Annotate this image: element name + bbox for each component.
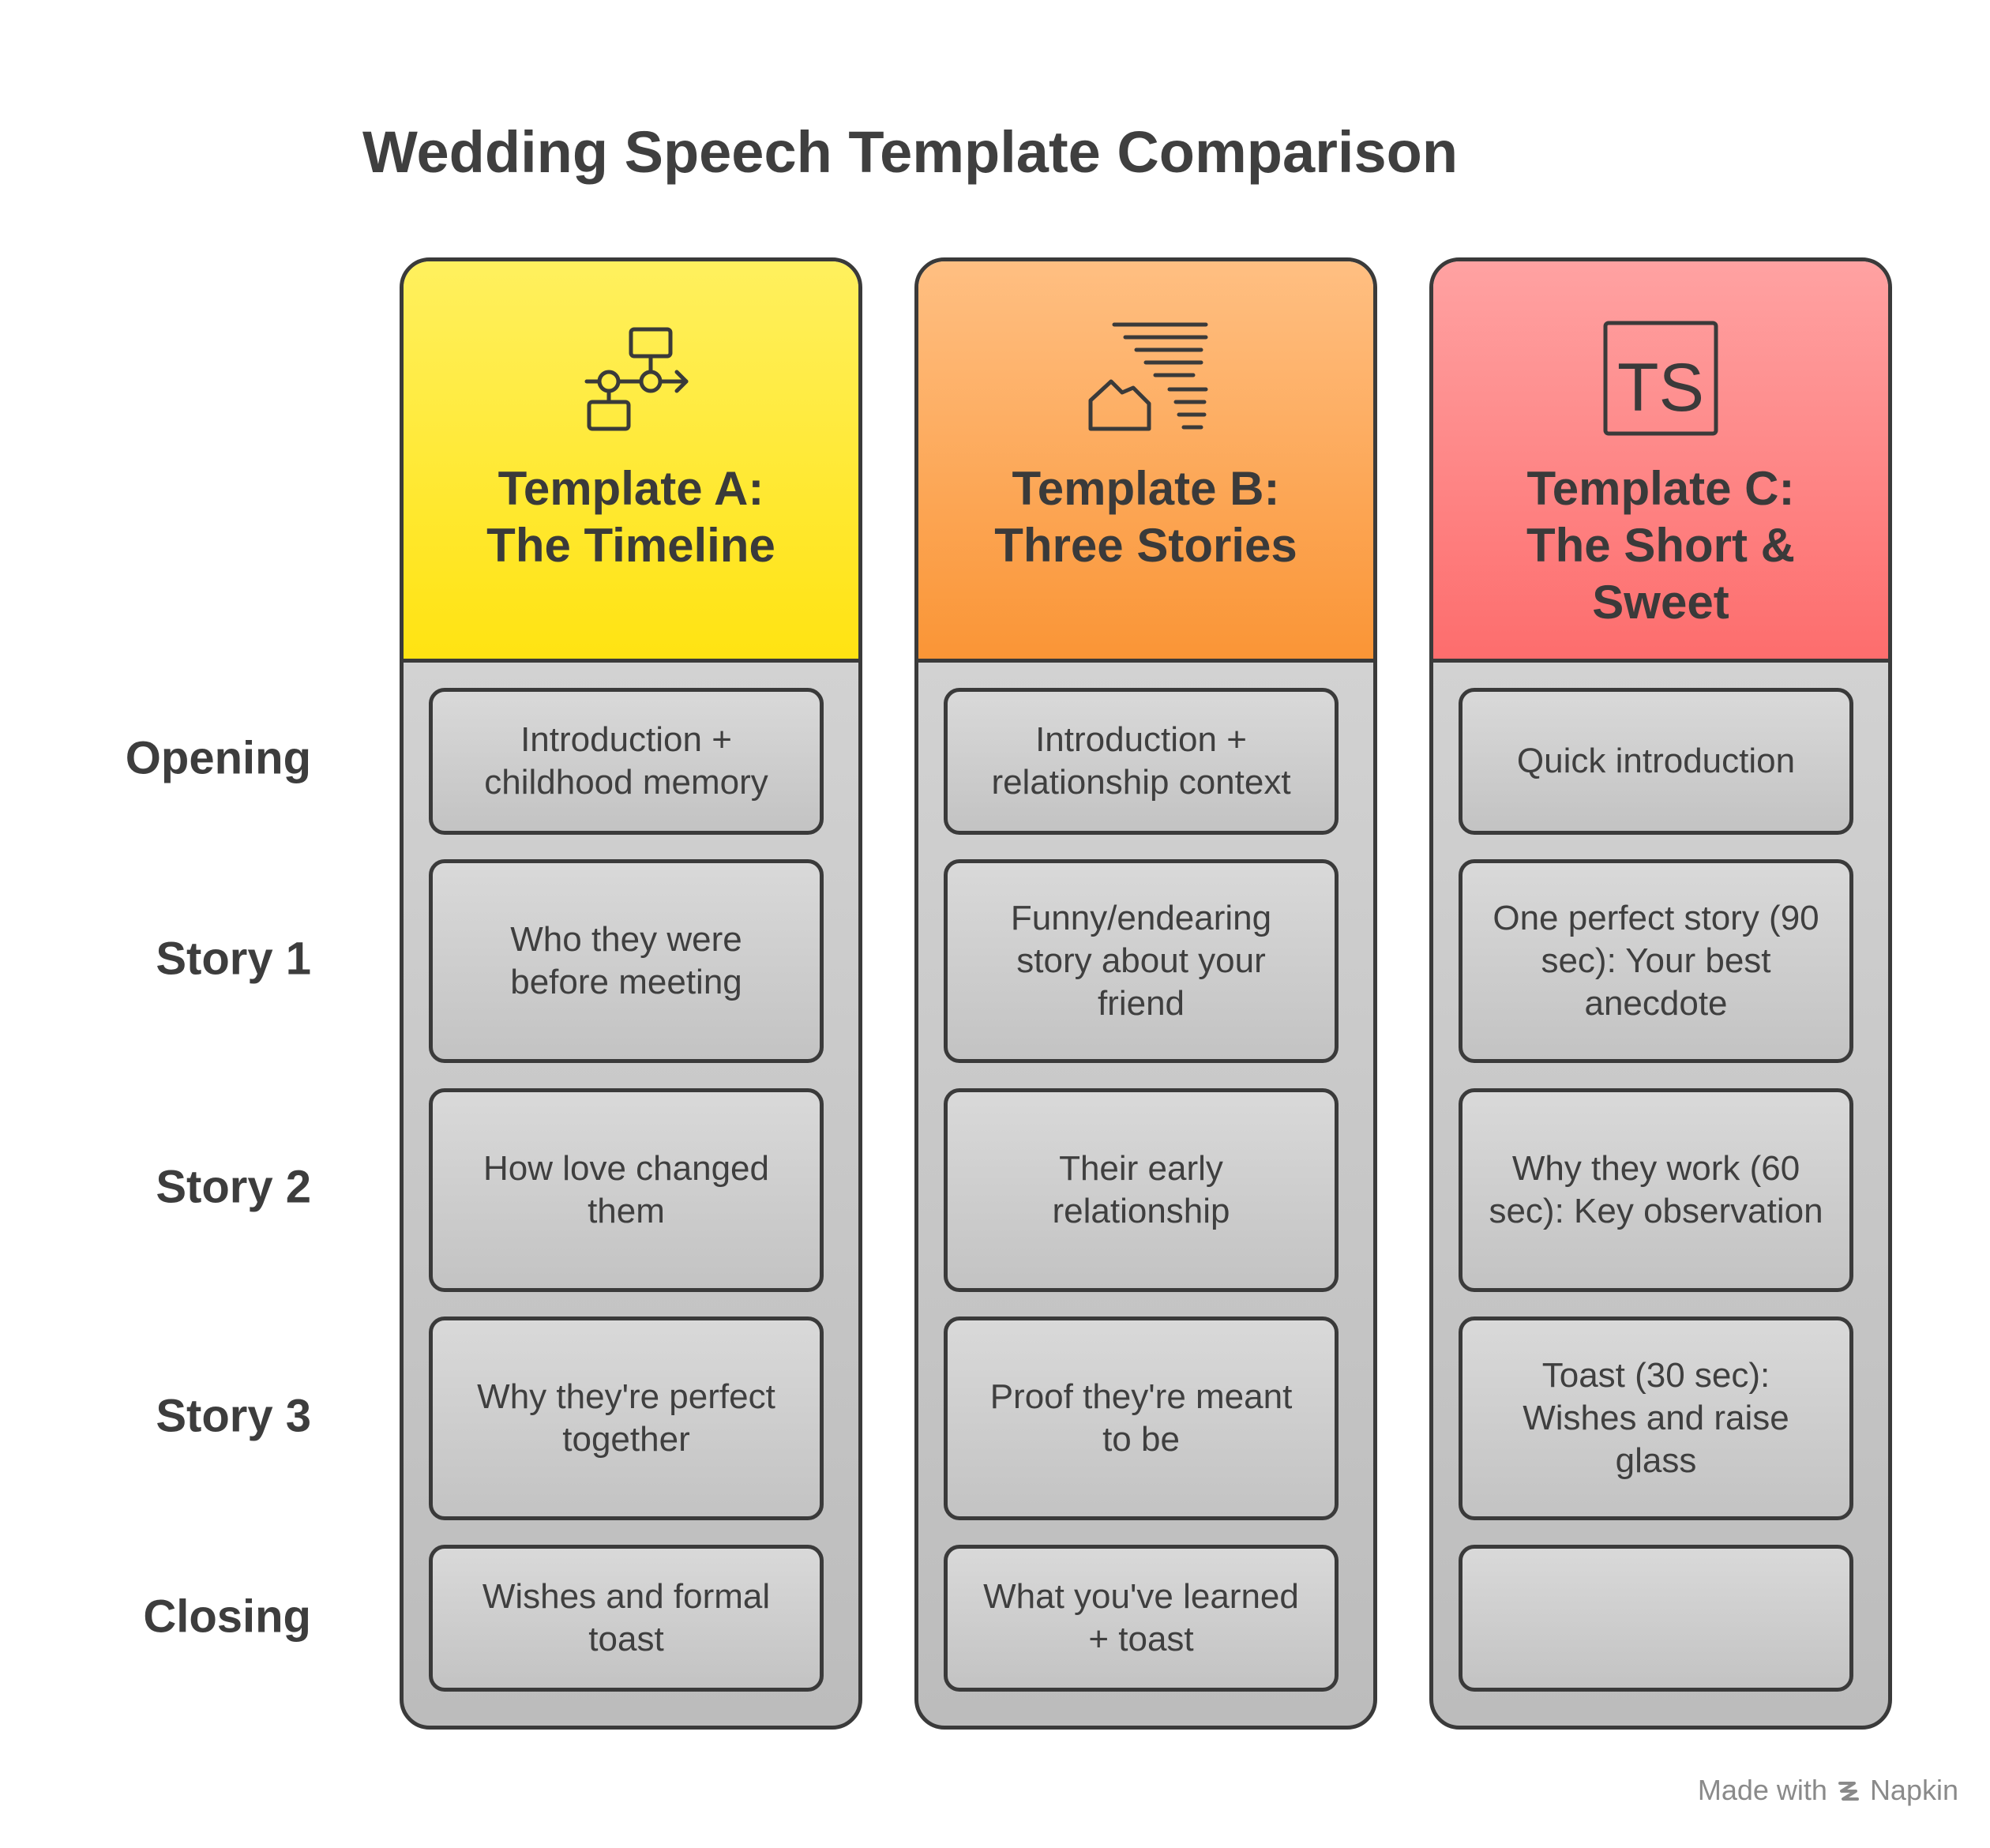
template-b-story-2-cell: Their early relationship — [944, 1088, 1339, 1292]
template-a-title-line-2: The Timeline — [486, 519, 775, 572]
template-c-title: Template C: The Short & Sweet — [1449, 460, 1872, 631]
flowchart-icon — [584, 327, 689, 431]
template-b-closing-cell: What you've learned + toast — [944, 1545, 1339, 1692]
page-title: Wedding Speech Template Comparison — [362, 119, 1459, 185]
row-label-opening: Opening — [125, 732, 311, 784]
template-c-story-3-cell: Toast (30 sec): Wishes and raise glass — [1459, 1317, 1853, 1520]
template-a-title: Template A: The Timeline — [419, 460, 843, 574]
footer-brand: Napkin — [1869, 1774, 1958, 1806]
template-a-title-line-1: Template A: — [498, 462, 764, 515]
row-label-story-2: Story 2 — [156, 1161, 311, 1213]
row-label-story-3: Story 3 — [156, 1390, 311, 1442]
template-c-title-line-1: Template C: — [1526, 462, 1795, 515]
row-label-closing: Closing — [143, 1591, 311, 1643]
template-c-closing-cell — [1459, 1545, 1853, 1692]
template-a-closing-cell: Wishes and formal toast — [429, 1545, 824, 1692]
napkin-logo-icon — [1838, 1782, 1859, 1801]
template-c-title-line-3: Sweet — [1592, 576, 1729, 629]
row-label-story-1: Story 1 — [156, 933, 311, 985]
template-c-story-1-cell: One perfect story (90 sec): Your best an… — [1459, 859, 1853, 1063]
template-b-story-3-cell: Proof they're meant to be — [944, 1317, 1339, 1520]
footer-made-with: Made with — [1697, 1774, 1827, 1806]
house-wind-icon — [1088, 322, 1208, 431]
template-a-header: Template A: The Timeline — [404, 261, 858, 663]
template-a-story-1-cell: Who they were before meeting — [429, 859, 824, 1063]
template-a-column: Template A: The Timeline Introduction + … — [400, 257, 862, 1730]
template-b-opening-cell: Introduction + relationship context — [944, 688, 1339, 835]
template-b-title: Template B: Three Stories — [934, 460, 1357, 574]
template-c-title-line-2: The Short & — [1526, 519, 1795, 572]
footer-attribution[interactable]: Made with Napkin — [1698, 1774, 1958, 1807]
template-a-story-2-cell: How love changed them — [429, 1088, 824, 1292]
template-a-story-3-cell: Why they're perfect together — [429, 1317, 824, 1520]
template-c-header: TS Template C: The Short & Sweet — [1433, 261, 1888, 663]
ts-box-icon: TS — [1603, 321, 1718, 436]
template-c-story-2-cell: Why they work (60 sec): Key observation — [1459, 1088, 1853, 1292]
template-b-title-line-2: Three Stories — [994, 519, 1297, 572]
ts-box-icon-text: TS — [1617, 350, 1704, 426]
template-b-story-1-cell: Funny/endearing story about your friend — [944, 859, 1339, 1063]
template-c-opening-cell: Quick introduction — [1459, 688, 1853, 835]
template-b-title-line-1: Template B: — [1012, 462, 1280, 515]
template-a-opening-cell: Introduction + childhood memory — [429, 688, 824, 835]
template-b-column: Template B: Three Stories Introduction +… — [914, 257, 1377, 1730]
template-b-header: Template B: Three Stories — [918, 261, 1373, 663]
template-c-column: TS Template C: The Short & Sweet Quick i… — [1429, 257, 1892, 1730]
